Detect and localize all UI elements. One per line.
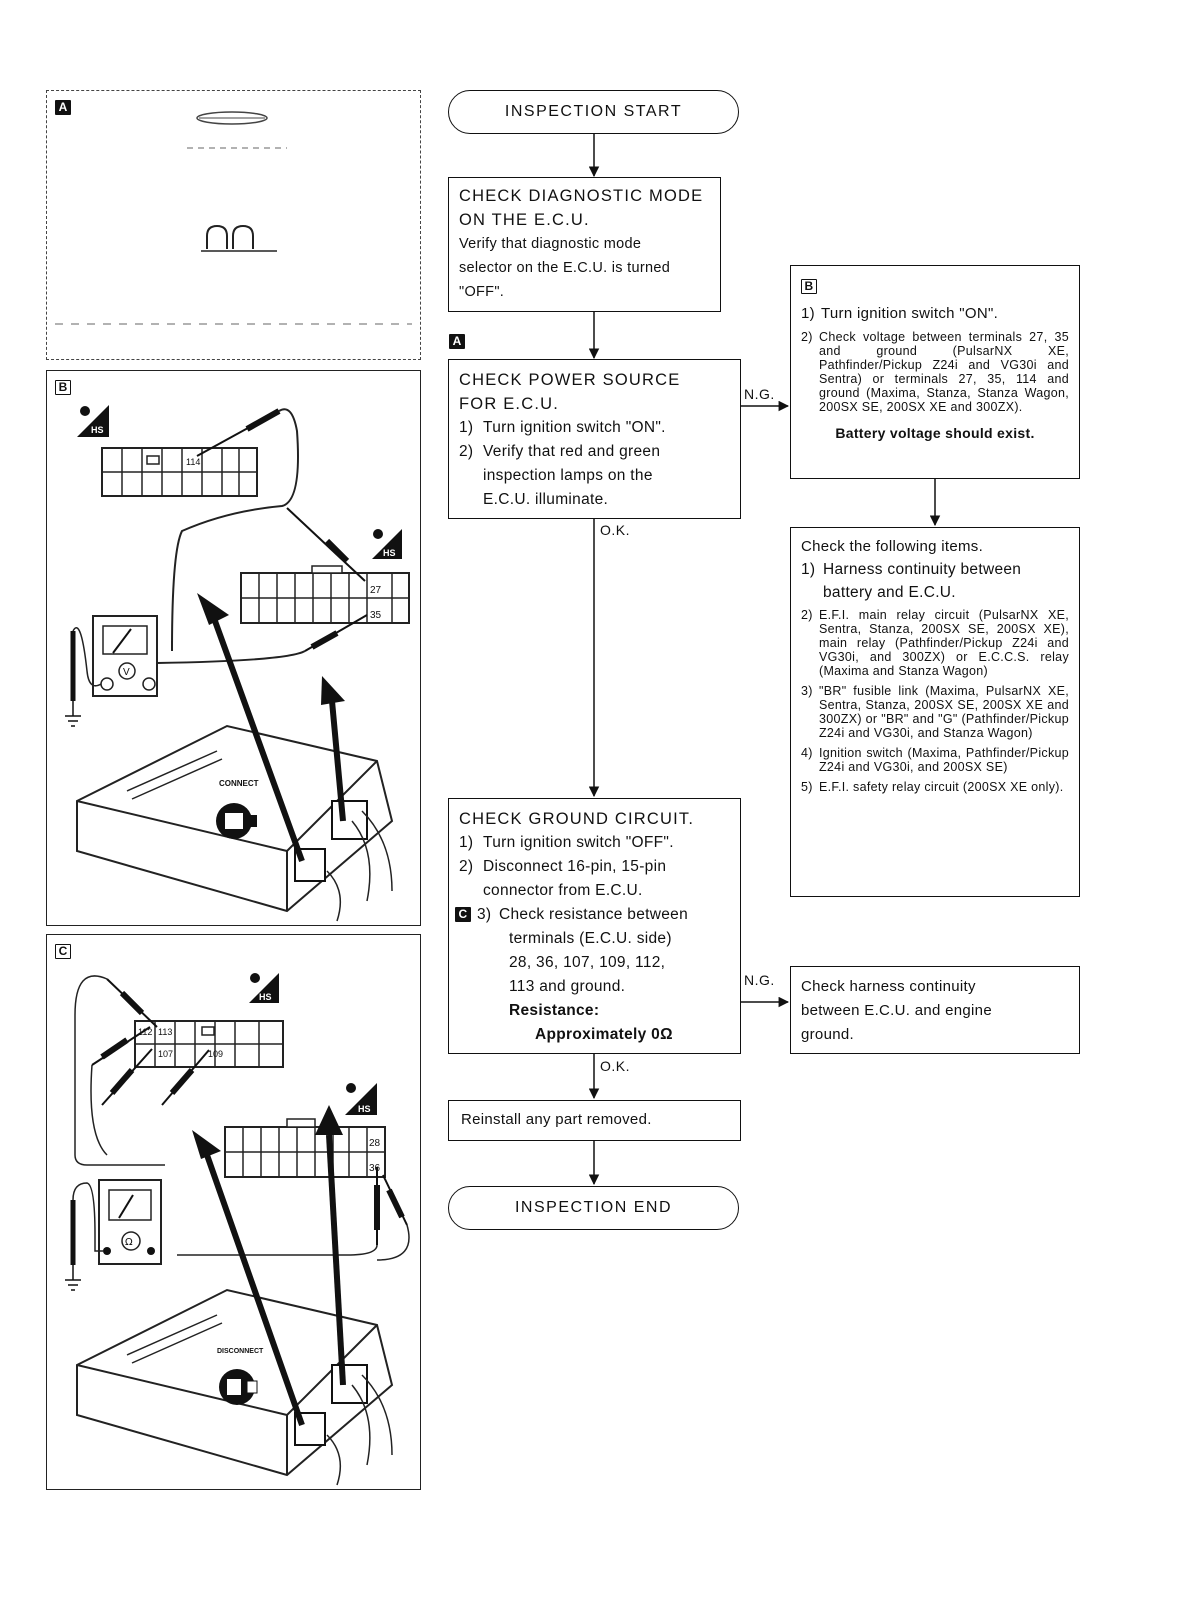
ground-step2-num: 2) [459, 858, 474, 875]
ok-label-2: O.K. [600, 1058, 631, 1074]
battery-step2: Check voltage between terminals 27, 35 a… [819, 330, 1069, 414]
inspection-end: INSPECTION END [448, 1186, 739, 1230]
ground-step1-num: 1) [459, 834, 474, 851]
terminal-35: 35 [370, 610, 382, 621]
connector-badge-text-3: HS [259, 992, 272, 1002]
items-i4: Ignition switch (Maxima, Pathfinder/Pick… [819, 746, 1069, 774]
items-i3: "BR" fusible link (Maxima, PulsarNX XE, … [819, 684, 1069, 740]
ground-step3-tag: C [455, 907, 471, 922]
diag-body-2: selector on the E.C.U. is turned [459, 260, 671, 276]
diag-title-1: CHECK DIAGNOSTIC MODE [459, 187, 704, 205]
panel-c: C HS 112 113 107 109 HS [46, 934, 421, 1490]
battery-step1: Turn ignition switch "ON". [821, 305, 999, 322]
ground-step2a: Disconnect 16-pin, 15-pin [483, 858, 667, 875]
connector-badge-text-4: HS [358, 1104, 371, 1114]
diagnostic-selector-illustration [55, 111, 412, 325]
panel-b-tag: B [55, 380, 71, 395]
check-power-source-box: CHECK POWER SOURCE FOR E.C.U. 1) Turn ign… [448, 359, 741, 519]
reinstall-text: Reinstall any part removed. [461, 1111, 652, 1128]
ng-label-1: N.G. [744, 386, 775, 402]
items-i4-num: 4) [801, 746, 813, 760]
items-i1a: Harness continuity between [823, 561, 1022, 578]
inspection-start: INSPECTION START [448, 90, 739, 134]
power-step2b: inspection lamps on the [483, 467, 653, 484]
terminal-109: 109 [208, 1049, 223, 1059]
resistance-label: Resistance: [509, 1002, 600, 1019]
ground-title: CHECK GROUND CIRCUIT. [459, 810, 695, 828]
ok-label-1: O.K. [600, 522, 631, 538]
ecu-connect-label: CONNECT [219, 779, 259, 788]
ground-step3b: terminals (E.C.U. side) [509, 930, 672, 947]
items-i1b: battery and E.C.U. [823, 584, 956, 601]
power-step1: Turn ignition switch "ON". [483, 419, 666, 436]
ng-label-2: N.G. [744, 972, 775, 988]
power-step1-num: 1) [459, 419, 474, 436]
resistance-value: Approximately 0Ω [535, 1026, 673, 1043]
harness-line-2: between E.C.U. and engine [801, 1002, 992, 1019]
panel-a: A [46, 90, 421, 360]
items-i1-num: 1) [801, 561, 816, 578]
diag-title-2: ON THE E.C.U. [459, 211, 590, 229]
ground-step3a: Check resistance between [499, 906, 688, 923]
panel-b: B HS 114 HS [46, 370, 421, 926]
diag-body-3: "OFF". [459, 284, 505, 300]
terminal-107: 107 [158, 1049, 173, 1059]
terminal-36: 36 [369, 1163, 381, 1174]
battery-voltage-box: B 1) Turn ignition switch "ON". 2) Check v… [790, 265, 1080, 479]
ground-step1: Turn ignition switch "OFF". [483, 834, 674, 851]
check-diagnostic-mode-box: CHECK DIAGNOSTIC MODE ON THE E.C.U. Veri… [448, 177, 721, 312]
power-step2-num: 2) [459, 443, 474, 460]
ground-step3-num: 3) [477, 906, 492, 923]
terminal-27: 27 [370, 585, 382, 596]
items-i5-num: 5) [801, 780, 813, 794]
svg-text:Ω: Ω [125, 1237, 133, 1248]
check-items-box: Check the following items. 1) Harness con… [790, 527, 1080, 897]
battery-step2-num: 2) [801, 330, 813, 344]
connector-badge-text-1: HS [91, 425, 104, 435]
panel-c-tag: C [55, 944, 71, 959]
power-source-test-illustration: HS 114 HS 27 35 [65, 405, 410, 922]
ground-circuit-test-illustration: HS 112 113 107 109 HS [65, 973, 410, 1486]
check-ground-circuit-box: CHECK GROUND CIRCUIT. 1) Turn ignition sw… [448, 798, 741, 1054]
battery-box-tag: B [801, 279, 817, 294]
items-i2: E.F.I. main relay circuit (PulsarNX XE, … [819, 608, 1069, 678]
power-title-1: CHECK POWER SOURCE [459, 371, 681, 389]
terminal-28: 28 [369, 1138, 381, 1149]
power-title-2: FOR E.C.U. [459, 395, 560, 413]
harness-line-1: Check harness continuity [801, 978, 976, 995]
check-harness-box: Check harness continuity between E.C.U. … [790, 966, 1080, 1054]
ground-step2b: connector from E.C.U. [483, 882, 643, 899]
items-i2-num: 2) [801, 608, 813, 622]
diag-body-1: Verify that diagnostic mode [459, 236, 642, 252]
items-i3-num: 3) [801, 684, 813, 698]
harness-line-3: ground. [801, 1026, 854, 1043]
connector-badge-text-2: HS [383, 548, 396, 558]
panel-a-tag: A [55, 100, 71, 115]
ecu-disconnect-label: DISCONNECT [217, 1348, 264, 1355]
terminal-114: 114 [186, 457, 200, 467]
ground-step3d: 113 and ground. [509, 978, 626, 995]
battery-result: Battery voltage should exist. [835, 425, 1035, 441]
power-box-tag: A [449, 334, 465, 349]
reinstall-box: Reinstall any part removed. [448, 1100, 741, 1141]
power-step2c: E.C.U. illuminate. [483, 491, 609, 508]
items-i5: E.F.I. safety relay circuit (200SX XE on… [819, 780, 1064, 794]
items-title: Check the following items. [801, 538, 984, 555]
terminal-113: 113 [158, 1027, 172, 1037]
svg-text:V: V [123, 667, 130, 678]
terminal-112: 112 [138, 1027, 152, 1037]
ground-step3c: 28, 36, 107, 109, 112, [509, 954, 666, 971]
battery-step1-num: 1) [801, 305, 815, 322]
power-step2a: Verify that red and green [483, 443, 661, 460]
